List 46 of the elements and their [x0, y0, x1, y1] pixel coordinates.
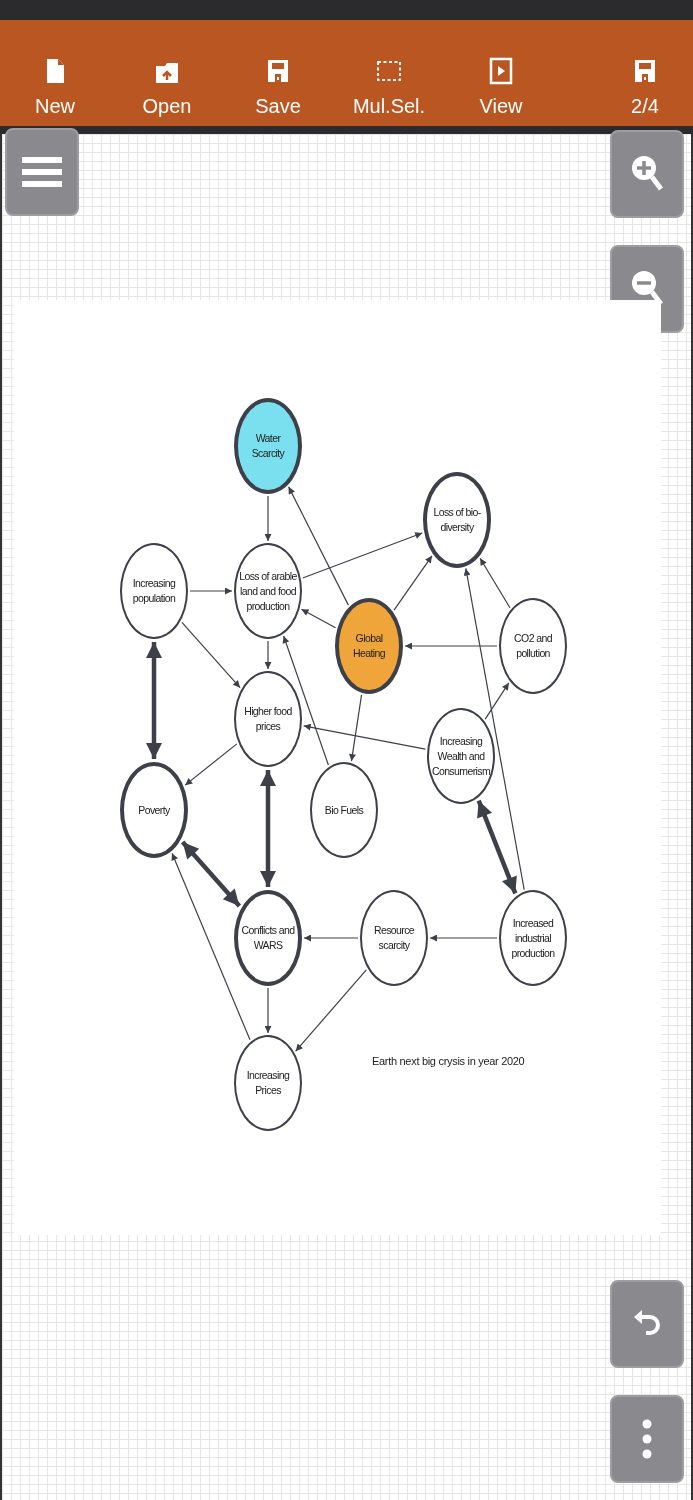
node-label: Poverty — [137, 802, 171, 818]
note-text: Earth next big crysis in year 2020 — [372, 1055, 525, 1067]
arrow — [282, 635, 329, 766]
arrow — [303, 934, 359, 942]
arrow — [463, 567, 525, 891]
toolbar-button: New — [10, 28, 100, 118]
arrow — [181, 621, 241, 689]
arrow — [189, 587, 233, 595]
arrow — [300, 608, 337, 629]
arrow — [264, 987, 272, 1034]
arrow — [484, 682, 510, 720]
node-label: Increased industrial production — [510, 915, 556, 961]
node-label: Water Scarcity — [250, 431, 286, 461]
node-label: Resource scarcity — [372, 923, 416, 953]
arrow — [302, 532, 423, 579]
toolbar-button: Mul.Sel. — [344, 28, 434, 118]
node-label: Global Heating — [352, 631, 386, 661]
arrow — [264, 495, 272, 542]
arrow — [476, 799, 518, 895]
arrow — [260, 770, 276, 887]
arrow — [295, 969, 367, 1052]
toolbar-button: Open — [122, 28, 212, 118]
arrow — [393, 555, 433, 611]
arrow — [146, 642, 162, 759]
arrow — [171, 852, 251, 1041]
arrow — [429, 934, 498, 942]
arrow — [288, 486, 349, 606]
toolbar-button: Save — [233, 28, 323, 118]
arrow — [184, 743, 238, 786]
arrow — [349, 694, 363, 762]
node-label: Higher food prices — [243, 704, 293, 734]
arrow — [303, 723, 426, 750]
node-label: Conflicts and WARS — [240, 923, 296, 953]
arrow — [479, 557, 511, 609]
arrow — [180, 840, 242, 908]
arrow — [264, 640, 272, 670]
node-label: Bio Fuels — [323, 802, 365, 818]
node-label: Increasing population — [131, 576, 177, 606]
toolbar-button: 2/4 — [600, 28, 690, 118]
node-label: Increasing Wealth and Consumerism — [430, 733, 492, 779]
node-label: Loss of bio-diversity — [432, 505, 482, 535]
toolbar-button: View — [456, 28, 546, 118]
node-label: Increasing Prices — [245, 1068, 291, 1098]
node-label: CO2 and pollution — [513, 631, 553, 661]
arrow — [404, 642, 498, 650]
node-label: Loss of arable land and food production — [238, 568, 298, 614]
